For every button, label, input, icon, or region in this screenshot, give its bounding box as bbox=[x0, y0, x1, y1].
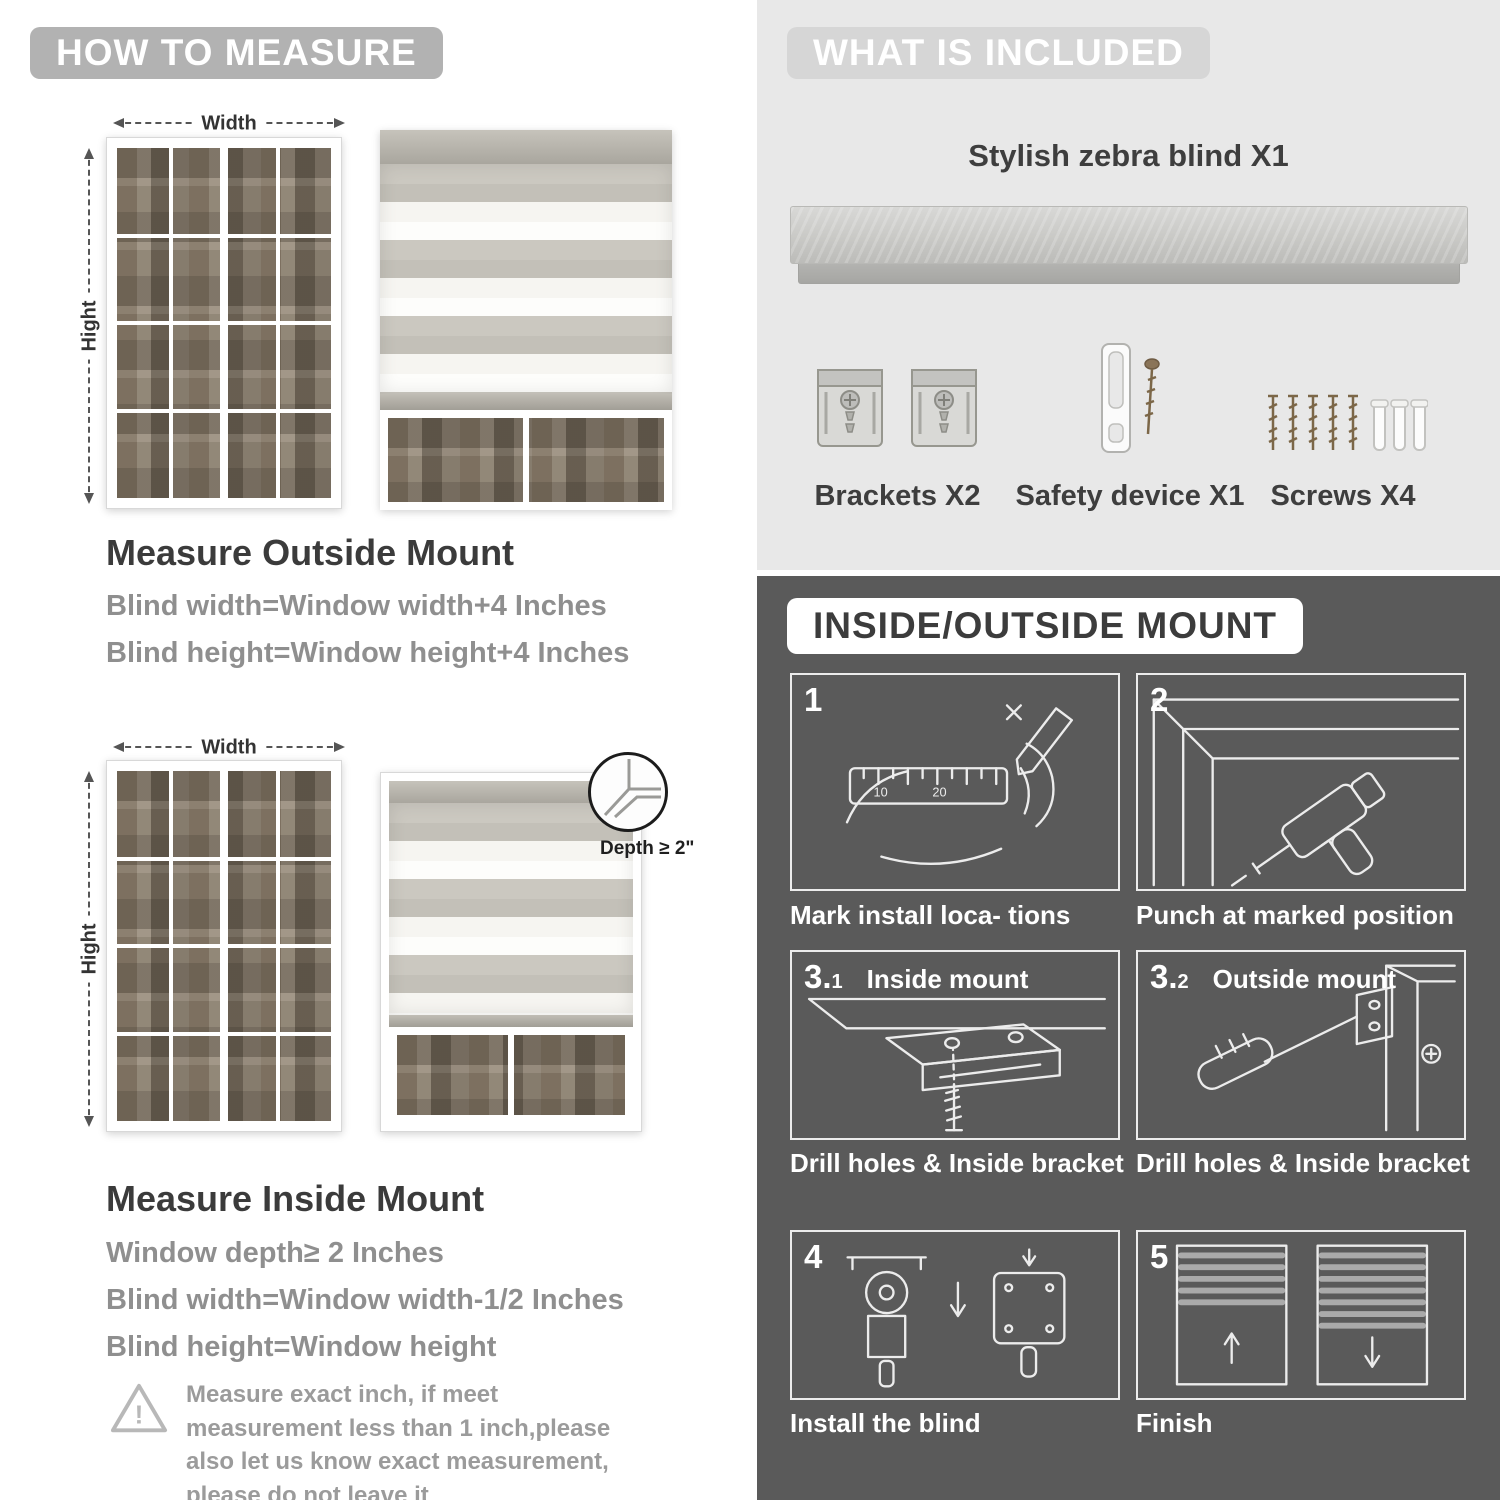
inside-zebra-blind-window bbox=[380, 772, 642, 1132]
warning-exclamation: ! bbox=[135, 1400, 144, 1430]
step-caption-4: Install the blind bbox=[790, 1408, 981, 1438]
inside-height-arrow: Hight bbox=[78, 771, 102, 1127]
window-glass bbox=[117, 771, 331, 1121]
outside-rule-width: Blind width=Window width+4 Inches bbox=[106, 590, 607, 622]
blind-bottomrail bbox=[380, 394, 672, 410]
outside-zebra-blind-window bbox=[380, 130, 672, 510]
step-title: Inside mount bbox=[866, 964, 1029, 994]
zebra-fabric bbox=[389, 803, 633, 1015]
step-panel-1: 1 10 20 bbox=[790, 673, 1120, 891]
inside-window-photo bbox=[106, 760, 342, 1132]
step-panel-3-1: 3.1 Inside mount bbox=[790, 950, 1120, 1140]
zebra-fabric bbox=[380, 164, 672, 394]
warning-triangle-icon: ! bbox=[110, 1383, 168, 1433]
screw-icon bbox=[1144, 358, 1160, 435]
anchor-icon bbox=[1370, 399, 1389, 451]
safety-device-label: Safety device X1 bbox=[1015, 480, 1245, 512]
step-caption-5: Finish bbox=[1136, 1408, 1213, 1438]
window-glass bbox=[117, 148, 331, 498]
blind-headrail bbox=[380, 130, 672, 164]
brackets-label: Brackets X2 bbox=[814, 480, 981, 512]
bracket-icon bbox=[911, 369, 977, 447]
step-number-sub: 2 bbox=[1177, 971, 1189, 993]
outside-rule-height: Blind height=Window height+4 Inches bbox=[106, 637, 630, 669]
screws-label: Screws X4 bbox=[1270, 480, 1416, 512]
inside-rule-height: Blind height=Window height bbox=[106, 1331, 497, 1363]
inside-mount-heading: Measure Inside Mount bbox=[106, 1178, 485, 1219]
step-number: 4 bbox=[804, 1238, 823, 1275]
outside-mount-heading: Measure Outside Mount bbox=[106, 532, 515, 573]
mount-header: INSIDE/OUTSIDE MOUNT bbox=[787, 598, 1304, 654]
what-is-included-header: WHAT IS INCLUDED bbox=[787, 27, 1210, 79]
step-title: Outside mount bbox=[1212, 964, 1397, 994]
step-number-sub: 1 bbox=[831, 971, 843, 993]
outside-height-label: Hight bbox=[78, 292, 102, 360]
screw-icon bbox=[1328, 394, 1338, 450]
step-caption-2: Punch at marked position bbox=[1136, 900, 1454, 930]
outside-window-photo bbox=[106, 137, 342, 509]
frame-corner-detail-icon bbox=[603, 759, 661, 819]
zebra-blind-product-image bbox=[790, 206, 1468, 264]
install-blind-illustration bbox=[846, 1248, 1066, 1388]
step-panel-3-2: 3.2 Outside mount bbox=[1136, 950, 1466, 1140]
brackets-image bbox=[817, 369, 977, 447]
outside-width-label: Width bbox=[193, 112, 265, 136]
step-number: 1 bbox=[804, 681, 823, 718]
inside-mount-rules: Window depth≥ 2 Inches Blind width=Windo… bbox=[106, 1230, 624, 1371]
outside-bracket-illustration bbox=[1197, 964, 1456, 1132]
blind-bottomrail bbox=[389, 1015, 633, 1027]
inside-width-label: Width bbox=[193, 736, 265, 760]
inside-bracket-illustration bbox=[807, 997, 1106, 1132]
screw-icon bbox=[1288, 394, 1298, 450]
depth-label: Depth ≥ 2" bbox=[600, 838, 695, 859]
step-panel-2: 2 bbox=[1136, 673, 1466, 891]
safety-device-image bbox=[1101, 343, 1160, 453]
finish-illustration bbox=[1175, 1244, 1429, 1386]
outside-mount-rules: Blind width=Window width+4 Inches Blind … bbox=[106, 583, 629, 677]
mark-locations-illustration: 10 20 bbox=[845, 704, 1073, 866]
how-to-measure-header: HOW TO MEASURE bbox=[30, 27, 443, 79]
anchor-icon bbox=[1410, 399, 1428, 451]
step-number: 5 bbox=[1150, 1238, 1169, 1275]
inside-rule-depth: Window depth≥ 2 Inches bbox=[106, 1237, 444, 1269]
screw-icon bbox=[1308, 394, 1318, 450]
blind-headrail bbox=[389, 781, 633, 803]
depth-detail-magnifier bbox=[588, 752, 668, 832]
inside-rule-width: Blind width=Window width-1/2 Inches bbox=[106, 1284, 624, 1316]
zebra-blind-product-lip bbox=[798, 264, 1460, 284]
step-panel-4: 4 bbox=[790, 1230, 1120, 1400]
step-panel-5: 5 bbox=[1136, 1230, 1466, 1400]
screws-image bbox=[1268, 394, 1428, 451]
window-below-blind bbox=[389, 1027, 633, 1123]
warning-text: Measure exact inch, if meet measurement … bbox=[186, 1381, 611, 1500]
step-number: 2 bbox=[1150, 681, 1169, 718]
blind-item-label: Stylish zebra blind X1 bbox=[968, 138, 1289, 173]
window-below-blind bbox=[380, 410, 672, 510]
ruler-mark-10: 10 bbox=[874, 785, 888, 800]
ruler-mark-20: 20 bbox=[932, 785, 946, 800]
screw-icon bbox=[1348, 394, 1358, 450]
anchor-icon bbox=[1390, 399, 1409, 451]
screw-icon bbox=[1268, 394, 1278, 450]
what-is-included-panel bbox=[757, 0, 1500, 570]
step-caption-3-1: Drill holes & Inside bracket bbox=[790, 1148, 1124, 1178]
outside-height-arrow: Hight bbox=[78, 148, 102, 504]
drill-position-illustration bbox=[1152, 698, 1460, 887]
step-caption-1: Mark install loca- tions bbox=[790, 900, 1071, 930]
step-number: 3. bbox=[804, 958, 832, 995]
inside-height-label: Hight bbox=[78, 915, 102, 983]
outside-width-arrow: Width bbox=[113, 112, 345, 136]
step-caption-3-2: Drill holes & Inside bracket bbox=[1136, 1148, 1470, 1178]
inside-width-arrow: Width bbox=[113, 736, 345, 760]
bracket-icon bbox=[817, 369, 883, 447]
step-number: 3. bbox=[1150, 958, 1178, 995]
safety-device-icon bbox=[1101, 343, 1131, 453]
